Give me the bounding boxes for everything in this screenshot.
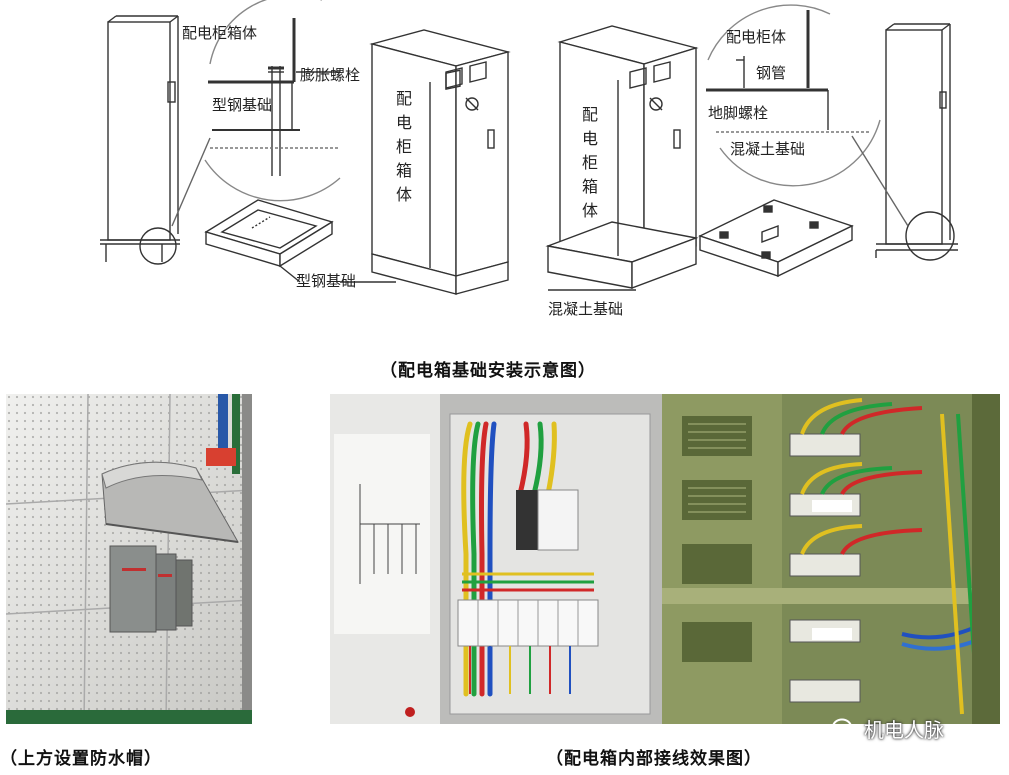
svg-text:电: 电 <box>582 129 598 148</box>
cabinet-3d-drawing-2 <box>545 25 699 290</box>
cabinet-3d-drawing-1 <box>369 29 511 295</box>
watermark-text: 机电人脉 <box>864 718 944 742</box>
vertical-label-cabinet-1: 配 电 柜 箱 体 <box>396 89 412 204</box>
photo-waterproof-cap <box>6 394 252 724</box>
label-steel-base-bottom: 型钢基础 <box>296 272 356 290</box>
label-steel-pipe: 钢管 <box>756 64 786 82</box>
watermark: 机电人脉 <box>832 714 944 743</box>
caption-waterproof-cap: （上方设置防水帽） <box>0 749 162 769</box>
right-side-cabinet-drawing <box>851 23 958 261</box>
label-anchor-bolt: 地脚螺栓 <box>708 104 768 122</box>
photo-wiring-right <box>662 394 1000 724</box>
left-side-cabinet-drawing <box>100 15 180 265</box>
label-concrete-base-inset: 混凝土基础 <box>730 140 805 158</box>
svg-text:箱: 箱 <box>396 161 412 180</box>
svg-text:体: 体 <box>582 201 598 220</box>
concrete-base-slab-drawing <box>698 199 854 278</box>
steel-frame-base-drawing <box>204 199 334 268</box>
caption-install-diagram: （配电箱基础安装示意图） <box>380 361 596 381</box>
svg-text:体: 体 <box>396 185 412 204</box>
svg-text:箱: 箱 <box>582 177 598 196</box>
wechat-icon <box>832 718 858 739</box>
svg-text:柜: 柜 <box>396 137 412 156</box>
label-cabinet-body-right: 配电柜体 <box>726 28 786 46</box>
caption-wiring: （配电箱内部接线效果图） <box>546 749 762 769</box>
svg-text:配: 配 <box>396 89 412 108</box>
label-cabinet-body-left: 配电柜箱体 <box>182 24 257 42</box>
vertical-label-cabinet-2: 配 电 柜 箱 体 <box>582 105 598 220</box>
label-steel-base-inset: 型钢基础 <box>212 96 272 114</box>
photo-wiring-left <box>330 394 662 724</box>
svg-text:配: 配 <box>582 105 598 124</box>
svg-text:电: 电 <box>396 113 412 132</box>
concrete-base-detail-inset <box>706 4 881 187</box>
label-concrete-base-bottom: 混凝土基础 <box>548 300 623 318</box>
svg-text:柜: 柜 <box>582 153 598 172</box>
installation-diagram-svg: 配电柜箱体 膨胀螺栓 型钢基础 型钢基础 混凝土基础 配电柜体 钢管 地脚螺栓 … <box>100 0 958 318</box>
label-expansion-bolt: 膨胀螺栓 <box>300 66 360 84</box>
installation-diagram: 配电柜箱体 膨胀螺栓 型钢基础 型钢基础 混凝土基础 配电柜体 钢管 地脚螺栓 … <box>0 0 1009 345</box>
steel-base-detail-inset <box>204 0 341 202</box>
